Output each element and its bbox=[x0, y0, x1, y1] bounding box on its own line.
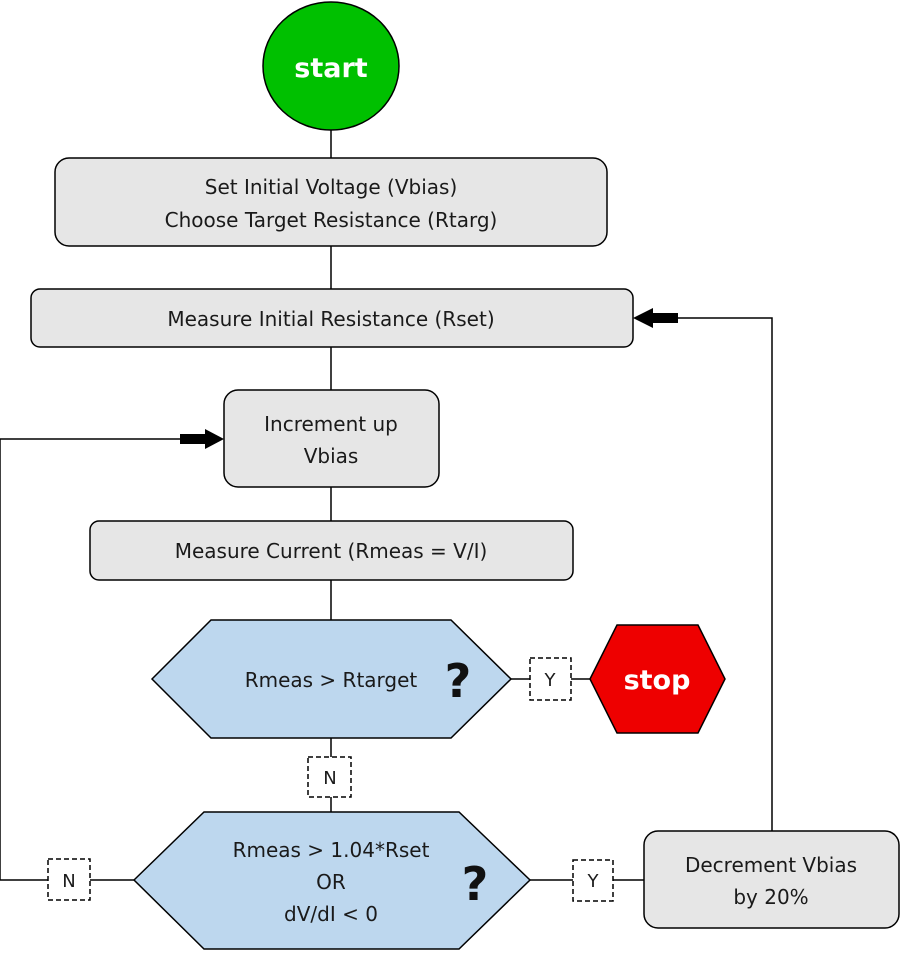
decision2-no-label: N bbox=[47, 858, 91, 901]
init-line1: Set Initial Voltage (Vbias) bbox=[205, 175, 458, 199]
measure-rset-box: Measure Initial Resistance (Rset) bbox=[30, 288, 634, 348]
decision2-line3: dV/dI < 0 bbox=[284, 902, 378, 926]
decision2-no-text: N bbox=[62, 871, 75, 892]
measure-current-box: Measure Current (Rmeas = V/I) bbox=[89, 520, 574, 581]
decision2-yes-text: Y bbox=[587, 871, 600, 892]
decision2-line2: OR bbox=[316, 870, 346, 894]
init-box: Set Initial Voltage (Vbias) Choose Targe… bbox=[54, 157, 608, 247]
increment-line1: Increment up bbox=[264, 412, 398, 436]
decrement-line2: by 20% bbox=[733, 885, 808, 909]
decision2: Rmeas > 1.04*Rset OR dV/dI < 0 ? bbox=[132, 811, 532, 950]
arrow-to-measure-rset bbox=[633, 308, 678, 328]
stop-label: stop bbox=[624, 665, 691, 696]
arrow-to-increment bbox=[180, 429, 224, 449]
start-node: start bbox=[262, 1, 400, 131]
decision2-question-mark: ? bbox=[462, 857, 489, 911]
start-label: start bbox=[294, 53, 368, 84]
decision1-yes-text: Y bbox=[544, 670, 557, 691]
decision1: Rmeas > Rtarget ? bbox=[150, 619, 513, 739]
decision1-no-text: N bbox=[323, 768, 336, 789]
connectors bbox=[0, 130, 773, 881]
decision2-line1: Rmeas > 1.04*Rset bbox=[233, 838, 430, 862]
decrement-line1: Decrement Vbias bbox=[685, 853, 857, 877]
stop-node: stop bbox=[589, 624, 726, 734]
decision1-question-mark: ? bbox=[445, 654, 472, 708]
decision2-yes-label: Y bbox=[572, 859, 614, 902]
loop-back-increment bbox=[0, 438, 180, 881]
measure-current-label: Measure Current (Rmeas = V/I) bbox=[175, 539, 488, 563]
measure-rset-label: Measure Initial Resistance (Rset) bbox=[167, 307, 494, 331]
increment-box: Increment up Vbias bbox=[223, 389, 440, 488]
init-line2: Choose Target Resistance (Rtarg) bbox=[165, 208, 498, 232]
decision1-yes-label: Y bbox=[529, 657, 572, 701]
decision1-no-label: N bbox=[307, 756, 352, 798]
decision1-label: Rmeas > Rtarget bbox=[245, 668, 418, 692]
loop-back-decrement bbox=[678, 317, 773, 831]
decrement-box: Decrement Vbias by 20% bbox=[643, 830, 900, 929]
increment-line2: Vbias bbox=[304, 444, 359, 468]
